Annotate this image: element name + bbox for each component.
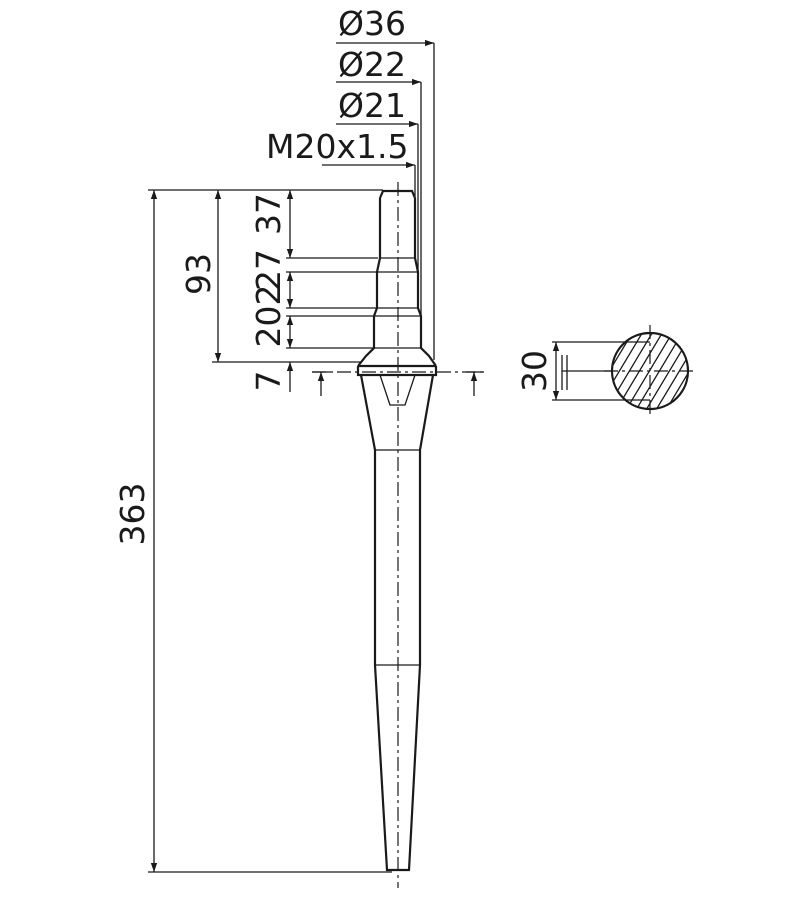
section-cut-line	[312, 371, 484, 396]
dim-27-label: 27	[249, 249, 288, 291]
section-view	[552, 325, 696, 417]
thread-label: M20x1.5	[266, 127, 408, 166]
extension-lines	[148, 189, 392, 873]
diameter-callouts	[322, 39, 435, 360]
tine-outline	[356, 189, 438, 872]
dia-36-label: Ø36	[338, 4, 406, 43]
dim-202-label: 202	[249, 285, 288, 348]
dim-93-label: 93	[179, 253, 218, 295]
dia-21-label: Ø21	[338, 86, 406, 125]
dim-7-label: 7	[249, 371, 288, 392]
section-30-label: 30	[515, 350, 554, 392]
dim-363-label: 363	[113, 483, 152, 546]
dim-37-label: 37	[249, 193, 288, 235]
dia-22-label: Ø22	[338, 45, 406, 84]
